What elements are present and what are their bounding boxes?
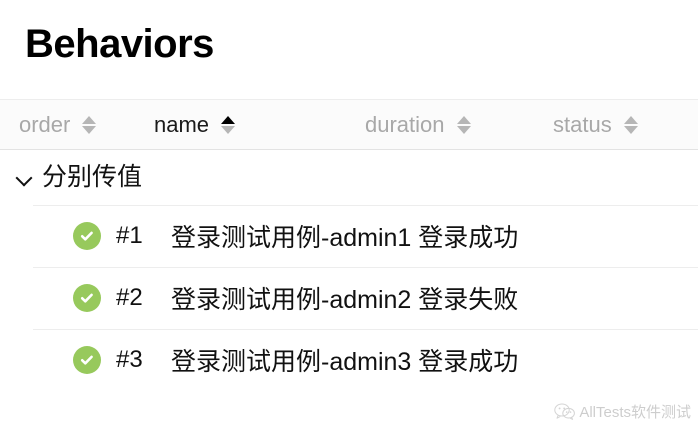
sort-ascending-icon	[456, 115, 471, 124]
table-row[interactable]: #2 登录测试用例-admin2 登录失败	[0, 267, 698, 329]
page-title: Behaviors	[25, 22, 214, 66]
sort-descending-icon	[623, 125, 638, 134]
sort-descending-icon	[456, 125, 471, 134]
group-row[interactable]: 分别传值	[0, 150, 698, 205]
check-circle-icon	[73, 346, 101, 374]
table-row[interactable]: #3 登录测试用例-admin3 登录成功	[0, 329, 698, 391]
watermark: AllTests软件测试	[554, 401, 691, 422]
table-row[interactable]: #1 登录测试用例-admin1 登录成功	[0, 205, 698, 267]
column-header-order[interactable]: order	[0, 100, 154, 149]
column-header-name-label: name	[154, 111, 210, 137]
sort-arrows-icon[interactable]	[82, 115, 97, 134]
table-row-name: 登录测试用例-admin1 登录成功	[171, 224, 519, 252]
sort-ascending-icon	[221, 115, 236, 124]
sort-arrows-icon[interactable]	[221, 115, 236, 134]
column-header-duration[interactable]: duration	[365, 100, 553, 149]
table-row-name: 登录测试用例-admin2 登录失败	[171, 286, 519, 314]
behaviors-table-body: #1 登录测试用例-admin1 登录成功 #2 登录测试用例-admin2 登…	[0, 205, 698, 391]
wechat-logo-icon	[554, 403, 576, 420]
column-header-name[interactable]: name	[154, 100, 324, 149]
table-header-row: order name duration status	[0, 99, 698, 150]
sort-ascending-icon	[623, 115, 638, 124]
column-header-status[interactable]: status	[553, 100, 673, 149]
sort-arrows-icon[interactable]	[456, 115, 471, 134]
column-header-status-label: status	[553, 111, 612, 137]
sort-ascending-icon	[82, 115, 97, 124]
table-row-order: #3	[116, 346, 143, 373]
sort-arrows-icon[interactable]	[623, 115, 638, 134]
check-circle-icon	[73, 222, 101, 250]
table-row-name: 登录测试用例-admin3 登录成功	[171, 348, 519, 376]
check-circle-icon	[73, 284, 101, 312]
column-header-duration-label: duration	[365, 111, 445, 137]
group-row-label: 分别传值	[42, 163, 143, 191]
watermark-text: AllTests软件测试	[579, 404, 691, 421]
table-row-order: #2	[116, 284, 143, 311]
sort-descending-icon	[221, 125, 236, 134]
table-row-order: #1	[116, 222, 143, 249]
sort-descending-icon	[82, 125, 97, 134]
chevron-down-icon[interactable]	[14, 167, 36, 189]
column-header-order-label: order	[19, 111, 71, 137]
